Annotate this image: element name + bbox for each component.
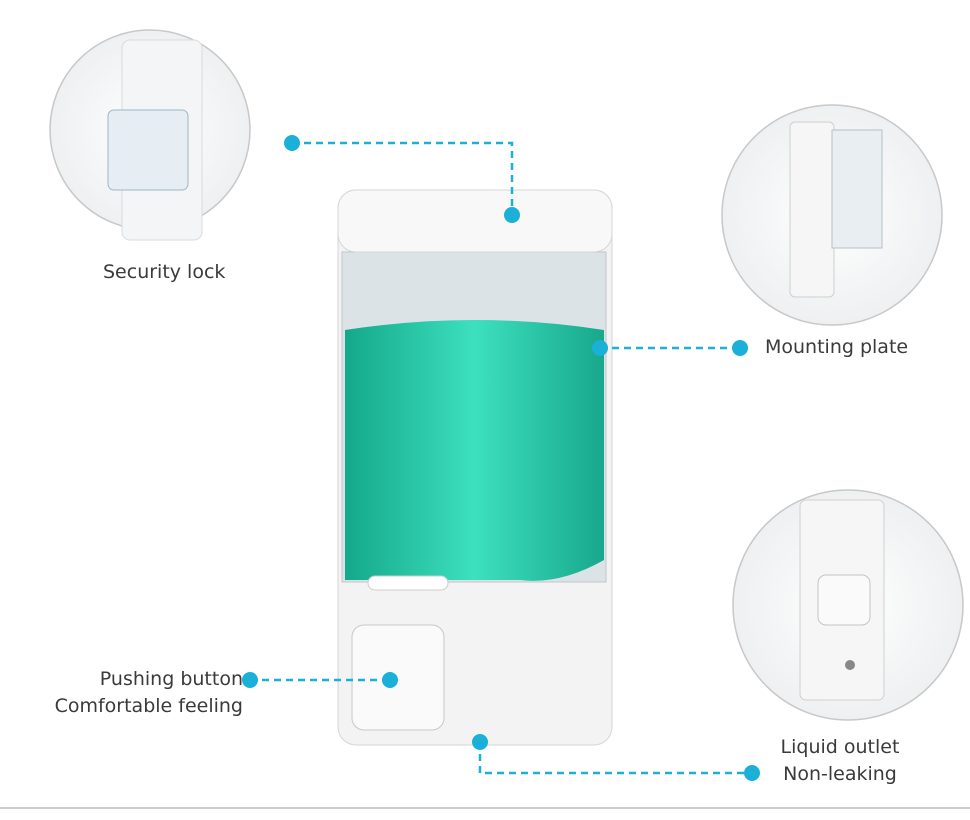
callout-dots (242, 135, 760, 781)
detail-circle-mounting-plate (721, 104, 943, 326)
callout-lines (250, 141, 752, 775)
label-pushing-button-line2: Comfortable feeling (54, 695, 243, 717)
label-security-lock: Security lock (103, 261, 226, 283)
label-mounting-plate: Mounting plate (765, 336, 909, 358)
detail-circle-security-lock (49, 29, 251, 241)
label-liquid-outlet-line1: Liquid outlet (780, 736, 900, 758)
label-pushing-button-line1: Pushing button (99, 668, 243, 690)
label-liquid-outlet-line2: Non-leaking (783, 763, 897, 785)
label-pushing-button: Pushing button Comfortable feeling (55, 666, 243, 720)
detail-circle-liquid-outlet (732, 489, 964, 721)
soap-dispenser (337, 189, 613, 746)
label-liquid-outlet: Liquid outlet Non-leaking (760, 734, 920, 788)
